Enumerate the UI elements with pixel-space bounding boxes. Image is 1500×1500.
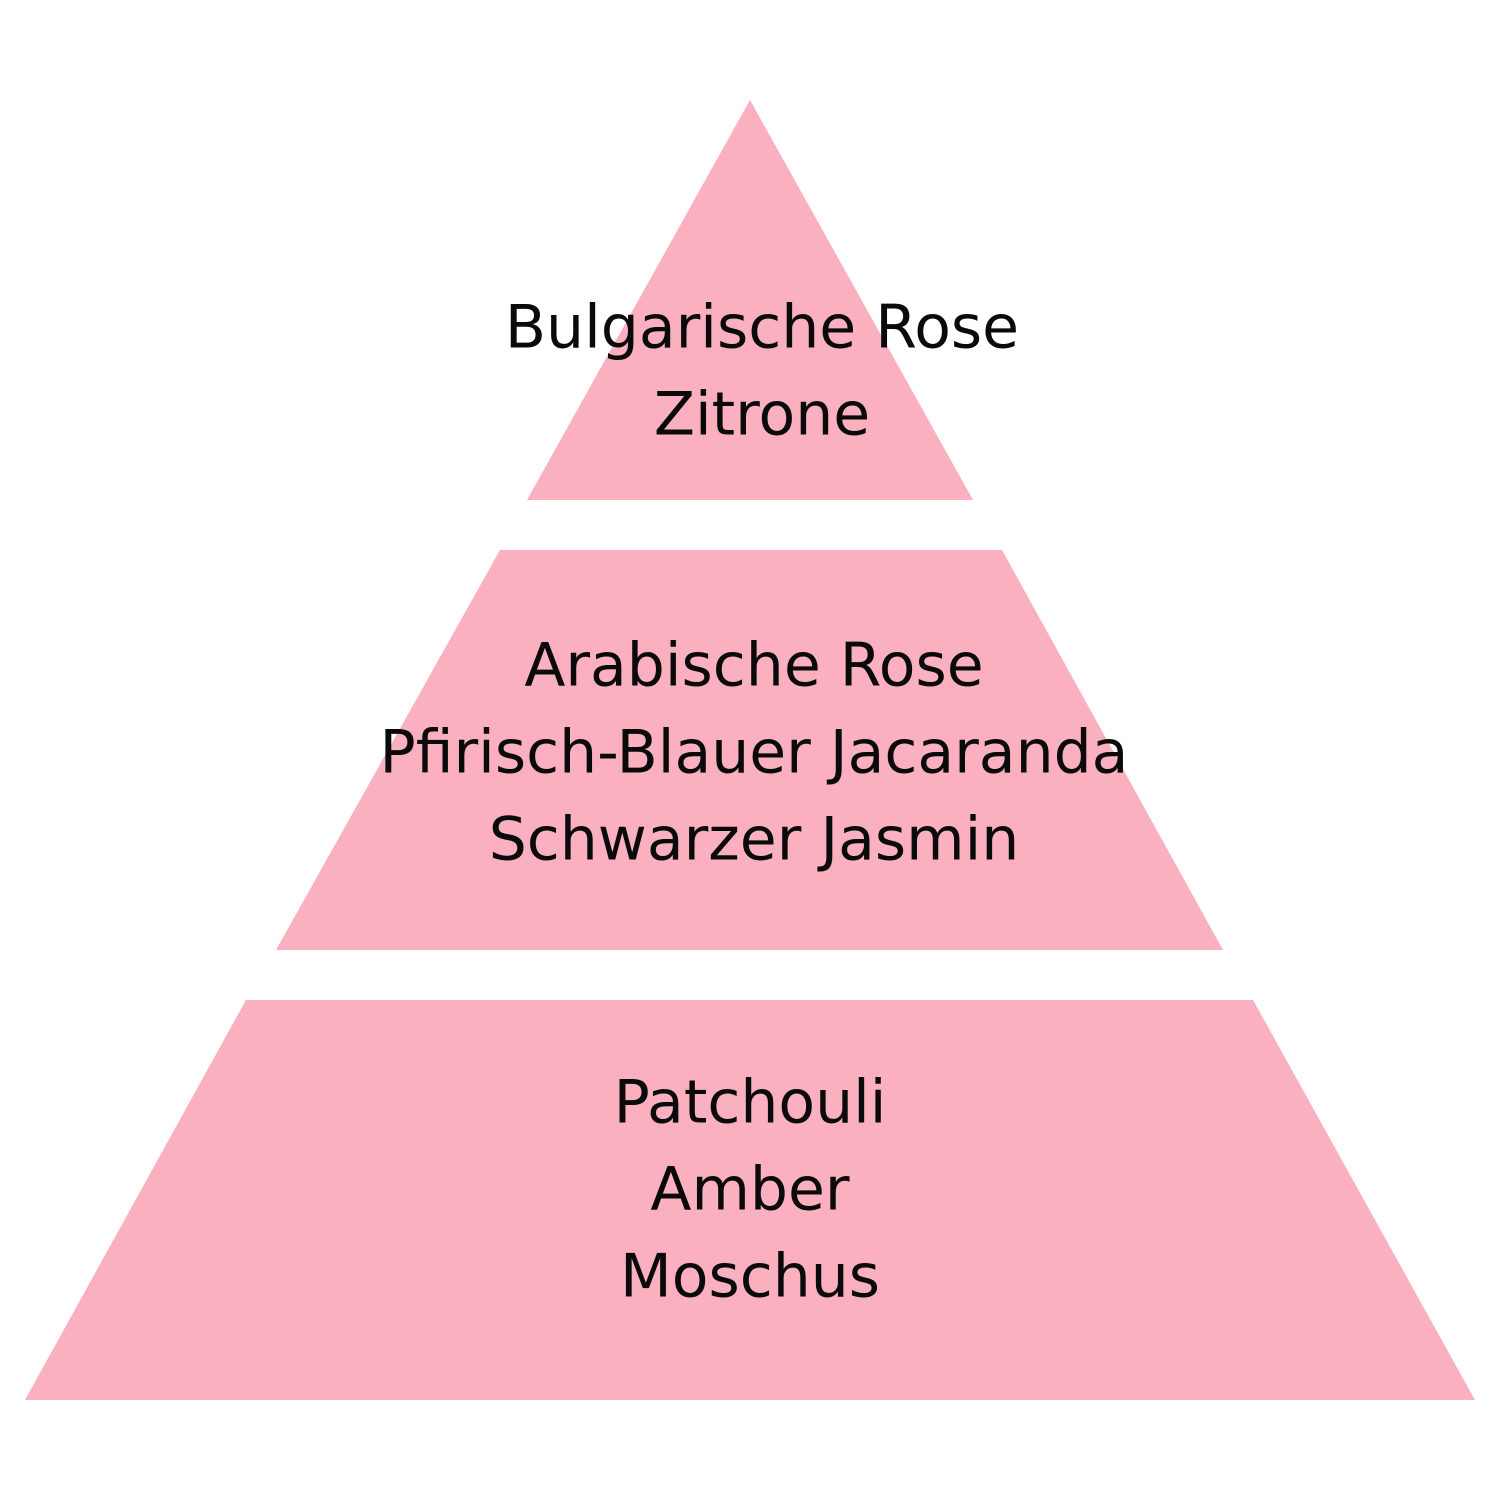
pyramid-tier-top — [527, 100, 973, 500]
pyramid-tier-middle — [276, 550, 1223, 950]
base-note-1: Patchouli — [614, 1068, 887, 1138]
heart-note-3: Schwarzer Jasmin — [489, 805, 1020, 875]
top-note-1: Bulgarische Rose — [505, 293, 1019, 363]
top-note-2: Zitrone — [654, 380, 870, 450]
heart-note-1: Arabische Rose — [524, 631, 983, 701]
base-note-2: Amber — [650, 1155, 849, 1225]
heart-note-2: Pfirisch-Blauer Jacaranda — [380, 718, 1129, 788]
base-note-3: Moschus — [620, 1242, 880, 1312]
pyramid-tier-bottom — [25, 1000, 1475, 1400]
